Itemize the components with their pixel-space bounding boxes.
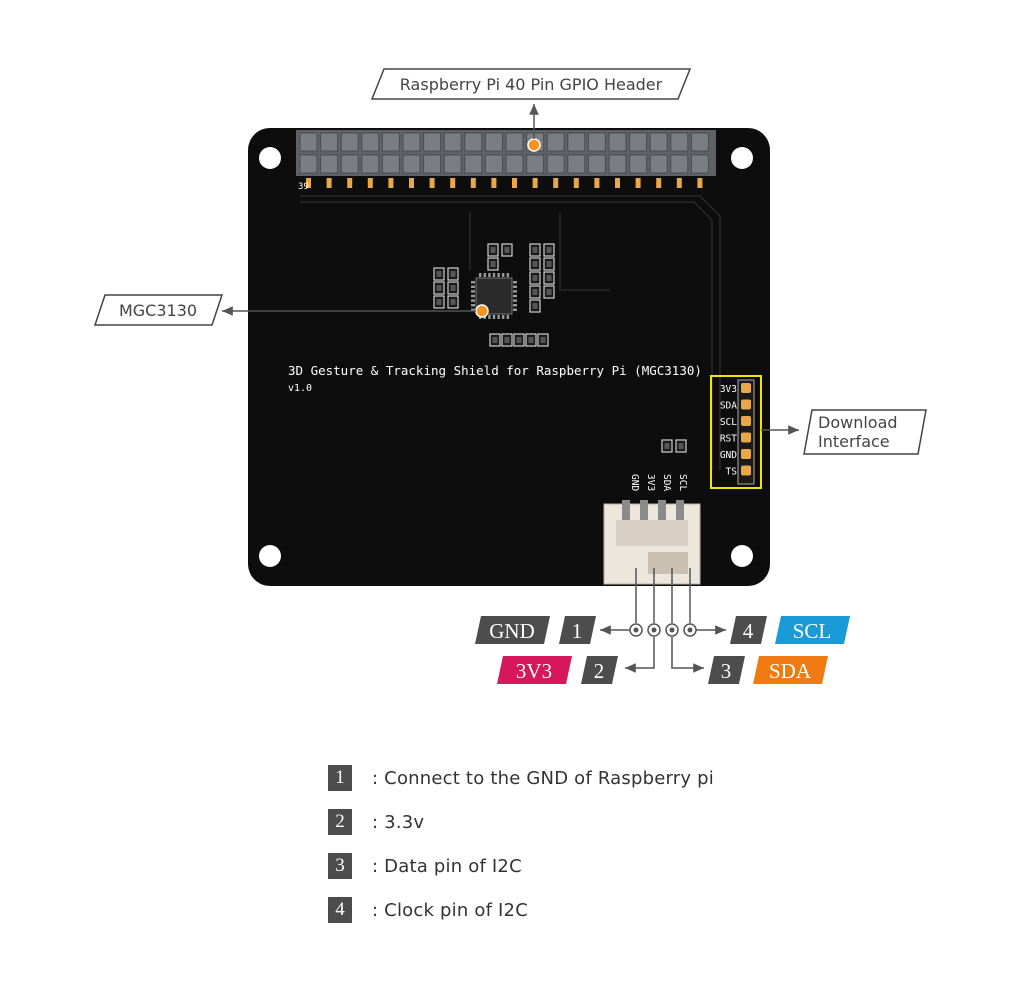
download-pin-label: RST <box>720 434 737 445</box>
download-callout-box <box>803 409 927 455</box>
legend-description: : 3.3v <box>372 811 425 833</box>
pin2-number: 2 <box>594 659 605 683</box>
grove-connector: GND 3V3 SDA SCL <box>603 474 701 585</box>
chip-marker-dot <box>475 304 489 318</box>
download-pin-pad <box>741 432 751 443</box>
pin4-number-tag <box>730 616 767 644</box>
pin4-number: 4 <box>743 619 754 643</box>
header-pin-label: 39 <box>298 182 309 192</box>
scl-pin-name: SCL <box>793 619 832 643</box>
download-pin-pad <box>741 383 751 393</box>
download-pin-label: SDA <box>720 401 737 412</box>
pin1-number: 1 <box>572 619 583 643</box>
smd-components <box>433 243 687 453</box>
board-version: v1.0 <box>288 383 312 394</box>
legend-number: 2 <box>328 809 352 835</box>
mount-hole-bottom-right <box>731 545 753 567</box>
board-title: 3D Gesture & Tracking Shield for Raspber… <box>288 363 702 378</box>
pcb-traces <box>300 195 721 470</box>
legend-number: 1 <box>328 765 352 791</box>
connector-pin-label: GND <box>629 474 640 491</box>
header-callout-label: Raspberry Pi 40 Pin GPIO Header <box>400 75 663 94</box>
pin-legend: 1 : Connect to the GND of Raspberry pi 2… <box>328 756 714 932</box>
download-pin-label: 3V3 <box>720 384 737 395</box>
3v3-pin-name: 3V3 <box>516 659 552 683</box>
pin3-number: 3 <box>721 659 732 683</box>
download-pin-pad <box>741 416 751 426</box>
legend-description: : Clock pin of I2C <box>372 899 528 921</box>
pin2-number-tag <box>581 656 618 684</box>
download-callout-line1: Download <box>818 413 898 432</box>
pin1-number-tag <box>559 616 596 644</box>
download-callout-line2: Interface <box>818 432 890 451</box>
download-pin-label: GND <box>720 450 737 461</box>
header-marker-dot <box>527 138 541 152</box>
connector-pin-label: 3V3 <box>645 474 656 491</box>
gpio-header <box>296 130 716 188</box>
download-pin-pad <box>741 465 751 476</box>
legend-row: 4 : Clock pin of I2C <box>328 888 714 932</box>
download-pin-label: TS <box>726 467 738 478</box>
scl-pin-tag <box>775 616 850 644</box>
mount-hole-bottom-left <box>259 545 281 567</box>
legend-number: 3 <box>328 853 352 879</box>
legend-row: 1 : Connect to the GND of Raspberry pi <box>328 756 714 800</box>
pin3-number-tag <box>708 656 745 684</box>
pinout-leads <box>600 568 726 673</box>
chip-callout-label: MGC3130 <box>119 301 197 320</box>
sda-pin-name: SDA <box>769 659 812 683</box>
legend-row: 2 : 3.3v <box>328 800 714 844</box>
download-interface-highlight <box>710 375 762 489</box>
header-callout-box <box>370 68 692 100</box>
legend-number: 4 <box>328 897 352 923</box>
download-pin-label: SCL <box>720 417 737 428</box>
download-pin-pad <box>741 399 751 410</box>
connector-pin-label: SDA <box>661 474 672 491</box>
pinout-contacts <box>629 623 697 637</box>
legend-description: : Connect to the GND of Raspberry pi <box>372 767 714 789</box>
sda-pin-tag <box>753 656 828 684</box>
gnd-pin-tag <box>475 616 550 644</box>
chip-callout-box <box>93 294 224 326</box>
mount-hole-top-right <box>731 147 753 169</box>
legend-description: : Data pin of I2C <box>372 855 522 877</box>
gnd-pin-name: GND <box>489 619 535 643</box>
3v3-pin-tag <box>497 656 572 684</box>
download-pin-pad <box>741 449 751 459</box>
mount-hole-top-left <box>259 147 281 169</box>
pcb-board <box>248 128 770 586</box>
legend-row: 3 : Data pin of I2C <box>328 844 714 888</box>
connector-pin-label: SCL <box>677 474 688 491</box>
